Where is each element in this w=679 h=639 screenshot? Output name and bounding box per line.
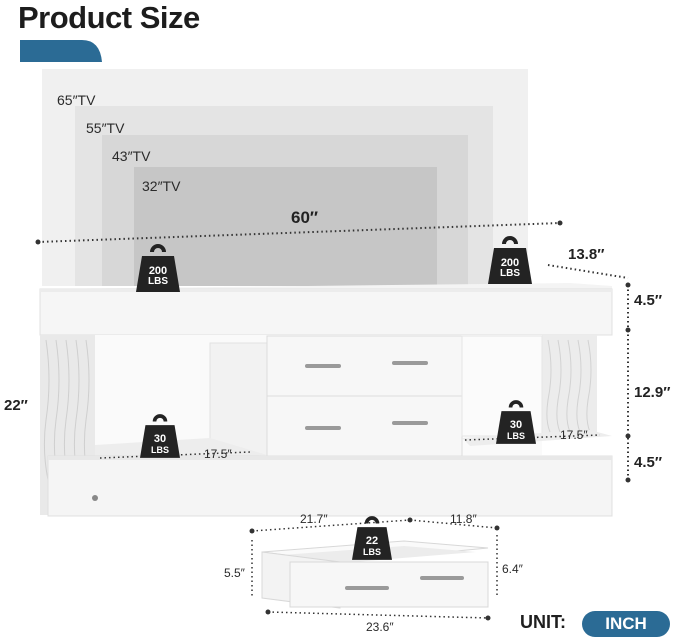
- dim-drawer-height-right: 6.4″: [502, 562, 523, 576]
- weight-icon-shelf-left: 30 LBS: [140, 414, 180, 458]
- weight-value: 200: [148, 265, 168, 277]
- weight-unit: LBS: [151, 445, 169, 455]
- dim-middle-height: 12.9″: [634, 384, 671, 401]
- dim-drawer-height-left: 5.5″: [224, 566, 245, 580]
- weight-value: 200: [500, 257, 520, 269]
- dim-shelf-left: 17.5″: [204, 447, 232, 461]
- dim-shelf-right: 17.5″: [560, 428, 588, 442]
- dim-drawer-front: 23.6″: [366, 620, 394, 634]
- dim-width: 60″: [291, 208, 319, 227]
- tv-label-55: 55″TV: [86, 120, 125, 136]
- weight-value: 30: [509, 419, 523, 431]
- unit-label: UNIT:: [520, 612, 566, 632]
- weight-unit: LBS: [507, 431, 525, 441]
- weight-unit: LBS: [500, 268, 520, 279]
- weight-icon-top-right: 200 LBS: [488, 236, 532, 284]
- dim-depth: 13.8″: [568, 246, 605, 263]
- tv-label-43: 43″TV: [112, 148, 151, 164]
- weight-unit: LBS: [363, 547, 381, 557]
- dim-drawer-depth: 11.8″: [450, 512, 477, 526]
- tv-32-screen: [134, 167, 437, 286]
- tv-label-32: 32″TV: [142, 178, 181, 194]
- weight-icon-top-left: 200 LBS: [136, 244, 180, 292]
- weight-icon-shelf-right: 30 LBS: [496, 400, 536, 444]
- dim-drawer-width: 21.7″: [300, 512, 328, 526]
- page-title: Product Size: [18, 0, 200, 35]
- dim-top-height: 4.5″: [634, 292, 663, 309]
- unit-badge: INCH: [582, 611, 670, 637]
- weight-unit: LBS: [148, 276, 168, 287]
- weight-icon-drawer: 22 LBS: [352, 516, 392, 560]
- tv-label-65: 65″TV: [57, 92, 96, 108]
- weight-value: 22: [365, 535, 379, 547]
- title-accent-bar: [20, 40, 102, 62]
- weight-value: 30: [153, 433, 167, 445]
- dim-bottom-height: 4.5″: [634, 454, 663, 471]
- dim-total-height: 22″: [4, 397, 28, 414]
